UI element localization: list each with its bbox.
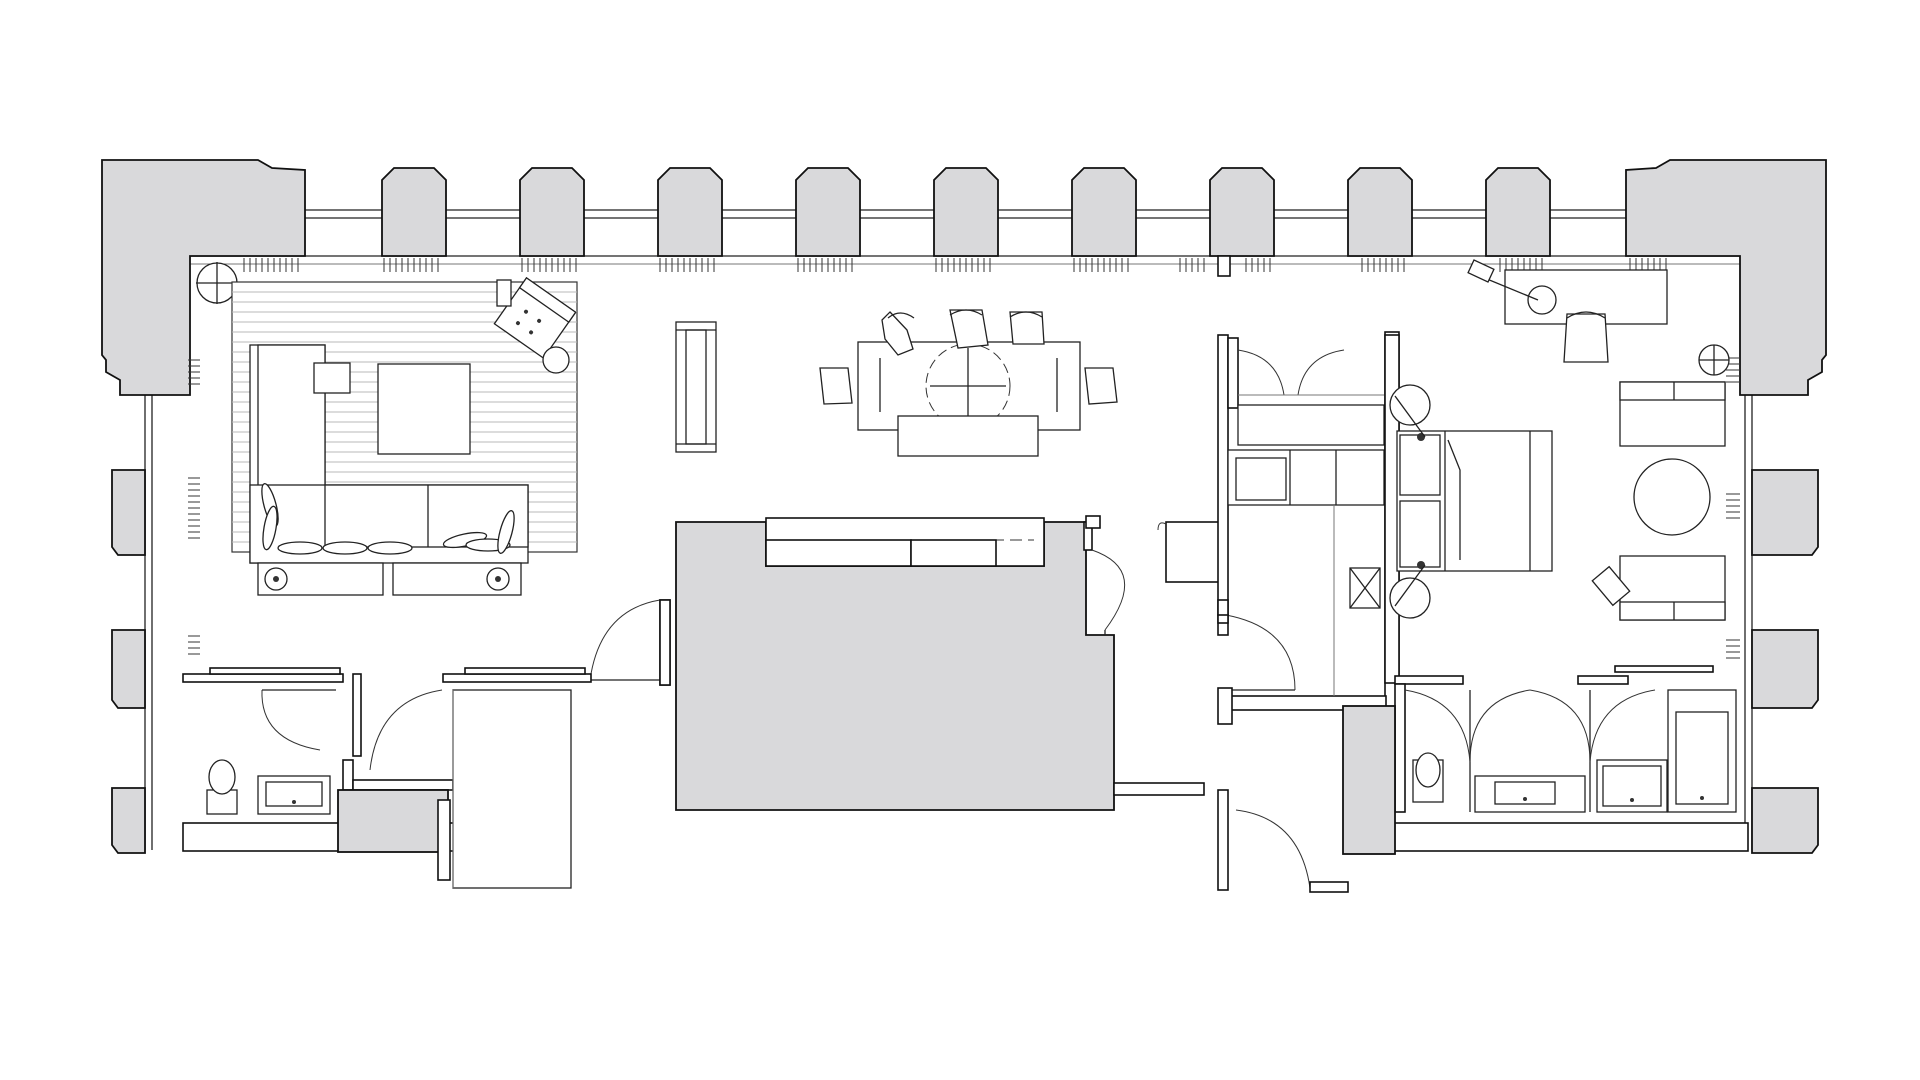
toilet-east-icon xyxy=(1412,752,1444,803)
sofa-upper xyxy=(1619,381,1726,447)
kitchen xyxy=(1217,331,1400,725)
left-piers xyxy=(111,359,200,854)
corner-pier-northeast xyxy=(1625,159,1827,396)
desk-lamp-icon xyxy=(1698,344,1730,376)
bedroom xyxy=(1384,259,1730,685)
nightstands xyxy=(1389,384,1431,619)
ottomans xyxy=(257,562,522,596)
core xyxy=(675,517,1115,811)
corner-pier-northwest xyxy=(101,159,306,396)
radiators-top xyxy=(243,255,1667,277)
sofa-lower xyxy=(1591,555,1726,621)
bathroom-east xyxy=(1342,683,1737,855)
vanity-sink-east xyxy=(1474,775,1586,813)
bench xyxy=(897,415,1039,457)
top-piers xyxy=(381,167,1551,257)
shower xyxy=(1596,759,1668,813)
l-shaped-sofa xyxy=(249,344,529,564)
desk-chair xyxy=(1563,311,1609,363)
doors xyxy=(589,521,1349,893)
dining-chairs-6 xyxy=(819,309,1118,405)
dining-area xyxy=(675,309,1118,457)
bathtub xyxy=(1667,689,1737,813)
round-table xyxy=(1633,458,1711,536)
bathroom-west xyxy=(182,667,592,889)
vanity-sink-west xyxy=(257,775,331,815)
side-table xyxy=(313,362,351,394)
right-piers xyxy=(1726,357,1819,854)
living-room xyxy=(196,262,578,596)
coffee-table xyxy=(377,363,471,455)
lounge-chair xyxy=(493,276,577,360)
toilet-west-icon xyxy=(206,759,238,815)
double-bed xyxy=(1396,430,1553,572)
console xyxy=(675,321,717,453)
